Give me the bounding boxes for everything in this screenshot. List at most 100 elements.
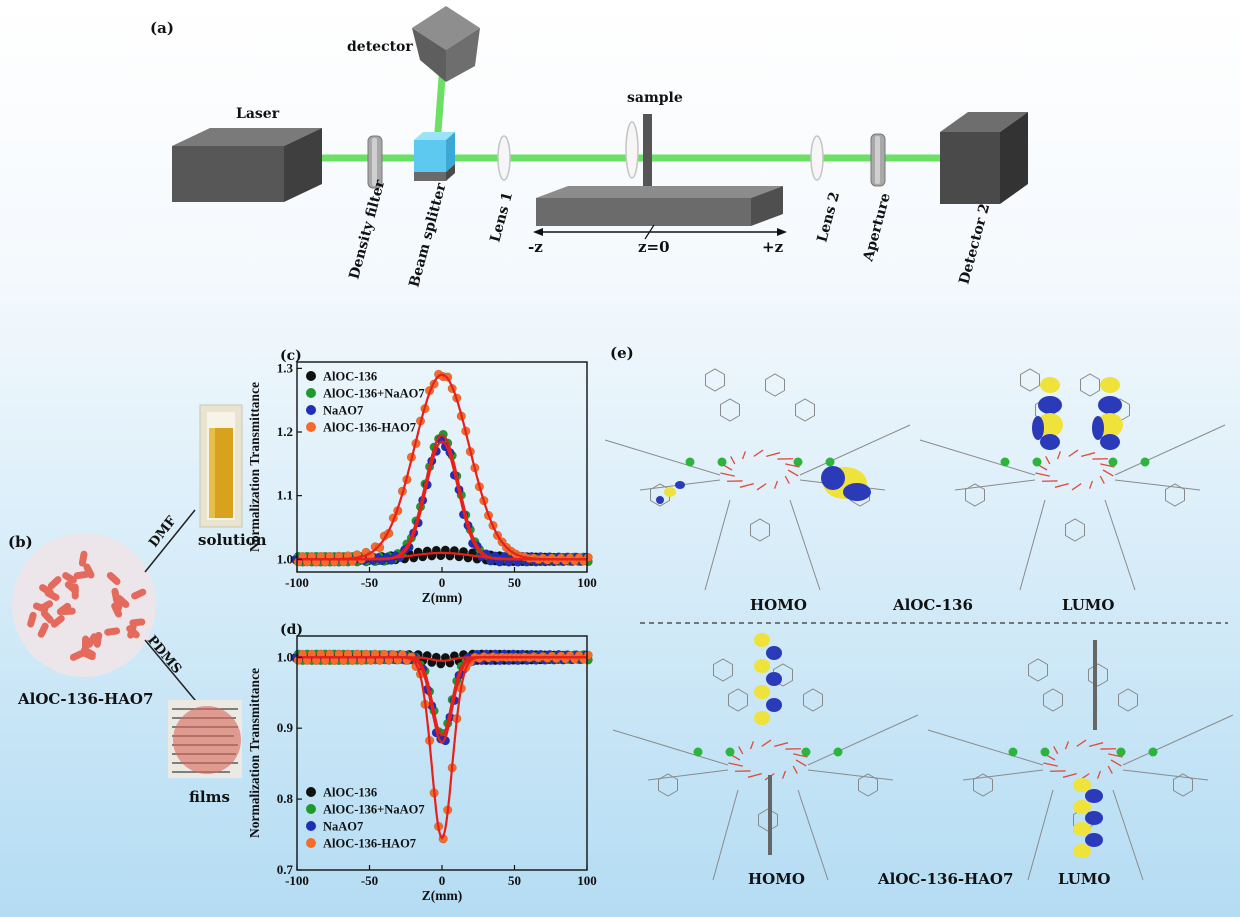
- aperture-label: Aperture: [860, 191, 894, 264]
- fit-line: [297, 656, 587, 737]
- y-tick-label: 1.0: [277, 551, 293, 566]
- panel-e-label: (e): [610, 344, 634, 362]
- lens-2: [810, 135, 824, 181]
- crystal: [27, 611, 37, 628]
- y-tick-label: 0.7: [277, 862, 294, 877]
- top-center-label: AlOC-136: [892, 596, 973, 614]
- fit-line: [297, 373, 587, 561]
- lumo-alOC-136-hao7-structure: [927, 640, 1234, 881]
- crystal: [78, 550, 88, 567]
- y-tick-label: 1.1: [277, 488, 293, 503]
- lumo-label-top: LUMO: [1062, 596, 1114, 614]
- beam-splitter: [414, 132, 455, 181]
- legend-marker: [306, 821, 316, 831]
- x-tick-label: 0: [439, 873, 446, 888]
- legend-label: AlOC-136-HAO7: [323, 421, 416, 435]
- crystal: [38, 600, 54, 612]
- plus-z-label: +z: [762, 238, 784, 256]
- x-tick-label: 100: [577, 873, 597, 888]
- legend-marker: [306, 371, 316, 381]
- legend-label: NaAO7: [323, 820, 363, 834]
- cuvette: [199, 404, 243, 528]
- legend-marker: [306, 405, 316, 415]
- legend-marker: [306, 804, 316, 814]
- crystal: [85, 633, 98, 648]
- legend-label: AlOC-136: [323, 370, 377, 384]
- films-label: films: [189, 788, 230, 806]
- sample-holder: [625, 114, 652, 188]
- crystal: [56, 602, 72, 616]
- laser-label: Laser: [236, 106, 280, 122]
- x-tick-label: -50: [361, 873, 378, 888]
- y-tick-label: 1.2: [277, 424, 293, 439]
- y-axis-label: Normalization Transmittance: [247, 382, 262, 552]
- beam-splitter-label: Beam splitter: [406, 181, 449, 289]
- crystal: [64, 581, 79, 594]
- fit-line: [297, 440, 587, 561]
- crystal: [50, 615, 65, 628]
- zero-z-label: z=0: [638, 238, 670, 256]
- fit-line: [297, 434, 587, 561]
- legend-label: AlOC-136+NaAO7: [323, 803, 425, 817]
- film-sample: [168, 700, 242, 778]
- legend-label: AlOC-136-HAO7: [323, 837, 416, 851]
- y-tick-label: 0.9: [277, 720, 294, 735]
- crystal-particles: [27, 550, 147, 661]
- x-tick-label: 100: [577, 575, 597, 590]
- x-tick-label: 0: [439, 575, 446, 590]
- legend-marker: [306, 838, 316, 848]
- sample-label: sample: [627, 90, 683, 106]
- detector-2: [940, 112, 1028, 204]
- panel-a-label: (a): [150, 19, 174, 37]
- crystal-dish: [12, 533, 156, 677]
- laser-source: [172, 128, 322, 202]
- lumo-alOC-136-structure: [919, 368, 1226, 591]
- legend-label: NaAO7: [323, 404, 363, 418]
- homo-label-bottom: HOMO: [748, 870, 805, 888]
- series-naao7: [291, 434, 591, 567]
- translation-stage: [536, 186, 783, 226]
- crystal: [47, 576, 62, 590]
- data-point: [583, 552, 593, 562]
- solution-label: solution: [198, 531, 267, 549]
- panel-a: (a) Laser detector: [150, 6, 1028, 289]
- minus-z-label: -z: [528, 238, 543, 256]
- bottom-center-label: AlOC-136-HAO7: [877, 870, 1013, 888]
- dmf-label: DMF: [146, 513, 180, 550]
- arrow-upper: [144, 509, 196, 573]
- pdms-label: PDMS: [144, 633, 184, 677]
- y-tick-label: 0.8: [277, 791, 294, 806]
- panel-b: (b) AlOC-136-HAO7 DMF PDMS solution: [8, 404, 267, 806]
- density-filter: [367, 135, 383, 189]
- y-tick-label: 1.3: [277, 360, 294, 375]
- lens-1: [497, 135, 511, 181]
- x-tick-label: 50: [508, 873, 521, 888]
- homo-alOC-136-hao7-structure: [612, 633, 919, 881]
- homo-label-top: HOMO: [750, 596, 807, 614]
- homo-alOC-136-structure: [604, 368, 911, 591]
- arrow-lower: [144, 639, 201, 707]
- crystal: [37, 622, 49, 638]
- crystal: [126, 625, 140, 639]
- detector-top: [412, 6, 480, 82]
- x-axis-label: Z(mm): [422, 888, 463, 903]
- x-tick-label: -50: [361, 575, 378, 590]
- z-axis: [533, 224, 787, 240]
- detector-label: detector: [347, 39, 413, 55]
- y-tick-label: 1.0: [277, 649, 293, 664]
- legend-marker: [306, 388, 316, 398]
- density-filter-label: Density filter: [346, 178, 388, 281]
- legend-marker: [306, 787, 316, 797]
- legend-marker: [306, 422, 316, 432]
- panel-e: (e) HOMO AlOC-136 LUMO HOMO AlOC-136-HAO…: [604, 344, 1234, 888]
- detector-2-label: Detector 2: [956, 202, 993, 286]
- crystal: [69, 650, 86, 661]
- x-tick-label: -100: [285, 575, 309, 590]
- panel-b-label: (b): [8, 533, 33, 551]
- crystal: [104, 627, 121, 636]
- crystal: [131, 588, 147, 600]
- crystal: [62, 572, 77, 584]
